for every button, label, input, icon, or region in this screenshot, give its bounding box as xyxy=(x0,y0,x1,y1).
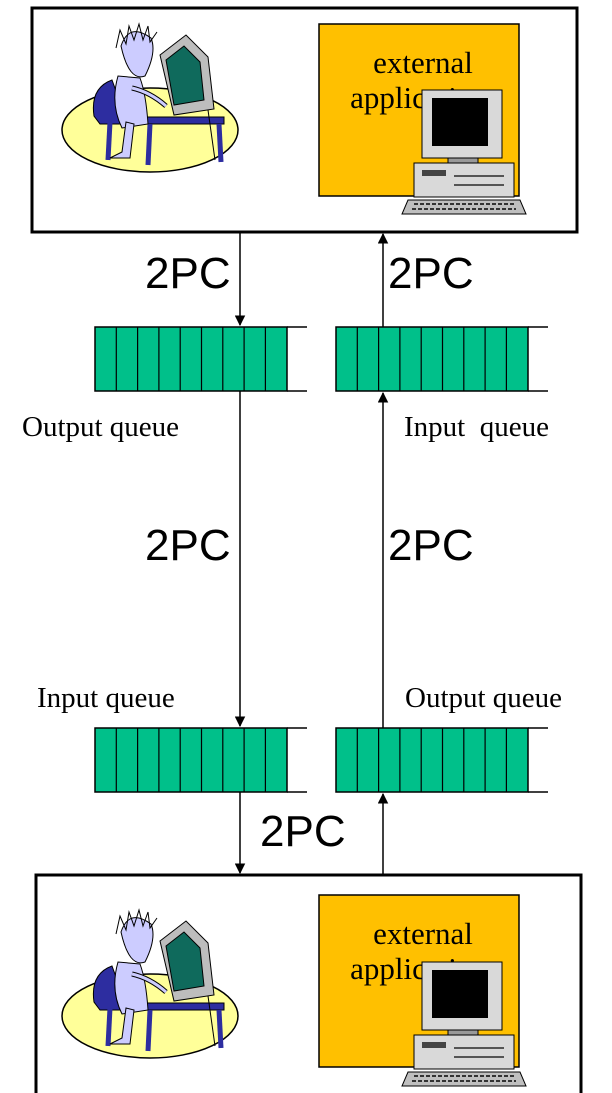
queue-label-upper-right: Input queue xyxy=(404,411,549,443)
protocol-label-bottom: 2PC xyxy=(260,807,346,856)
protocol-label-middle-right: 2PC xyxy=(388,521,474,570)
protocol-label-top-left: 2PC xyxy=(145,249,231,298)
protocol-label-top-right: 2PC xyxy=(388,249,474,298)
queue-label-upper-left: Output queue xyxy=(22,411,179,443)
bottom-system: external application xyxy=(34,873,583,1093)
top-system: external application xyxy=(30,6,579,234)
queue-label-lower-left: Input queue xyxy=(37,682,175,714)
queue-lower-left xyxy=(94,727,308,793)
external-application-line1: external xyxy=(373,916,473,951)
queue-upper-right xyxy=(335,326,549,392)
protocol-label-middle-left: 2PC xyxy=(145,521,231,570)
queue-lower-right xyxy=(335,727,549,793)
external-application-line1: external xyxy=(373,45,473,80)
queue-label-lower-right: Output queue xyxy=(405,682,562,714)
queue-upper-left xyxy=(94,326,308,392)
